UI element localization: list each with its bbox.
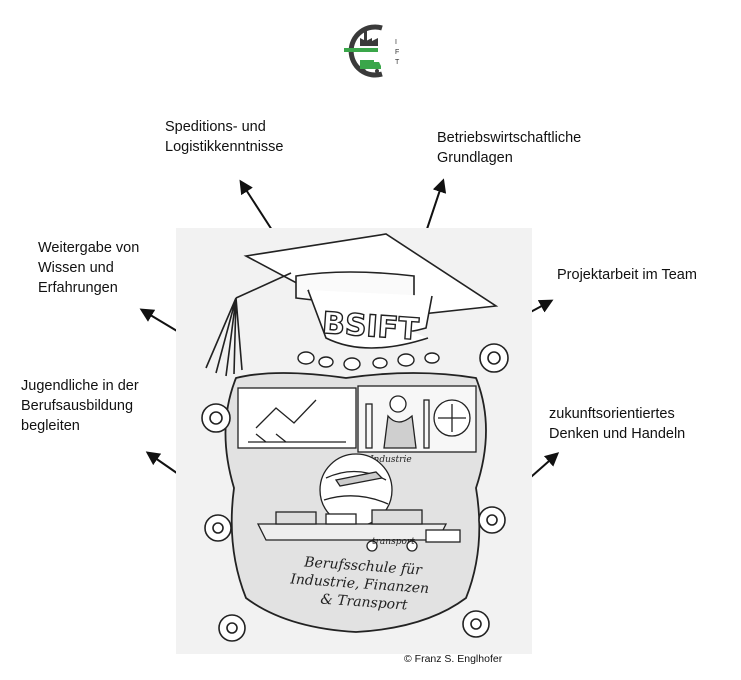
logo-letter-t: T [395, 59, 400, 66]
label-betriebswirtschaft: Betriebswirtschaftliche Grundlagen [437, 130, 582, 166]
arrow-top-right [425, 178, 447, 233]
label-jugendliche-begleiten: Jugendliche in der Berufsausbildung begl… [21, 378, 139, 434]
logo-letter-i: I [395, 39, 397, 46]
pearl-row [297, 351, 440, 371]
label-weitergabe-wissen: Weitergabe von Wissen und Erfahrungen [38, 240, 140, 296]
label-zukunftsorientiert: zukunftsorientiertes Denken und Handeln [549, 406, 686, 442]
transport-panel [256, 453, 461, 552]
transport-label: transport [372, 537, 415, 547]
logo-letter-f: F [395, 49, 399, 56]
industry-panel [237, 385, 477, 453]
school-logo: I F T [344, 24, 400, 78]
industry-label: Industrie [369, 455, 412, 465]
truck-icon [360, 60, 381, 69]
mortarboard-icon [205, 233, 499, 377]
arrow-top-left [239, 179, 273, 231]
label-speditions-logistik: Speditions- und Logistikkenntnisse [165, 119, 284, 155]
copyright: © Franz S. Englhofer [404, 653, 503, 665]
factory-icon [360, 30, 378, 46]
scroll-ornaments [201, 343, 509, 642]
logo-green-bar [344, 48, 378, 52]
crest-illustration: BSIFT Industrie [176, 228, 532, 654]
label-projektarbeit: Projektarbeit im Team [557, 267, 697, 283]
school-name-line-3: & Transport [320, 592, 408, 614]
cap-text: BSIFT [321, 306, 420, 348]
